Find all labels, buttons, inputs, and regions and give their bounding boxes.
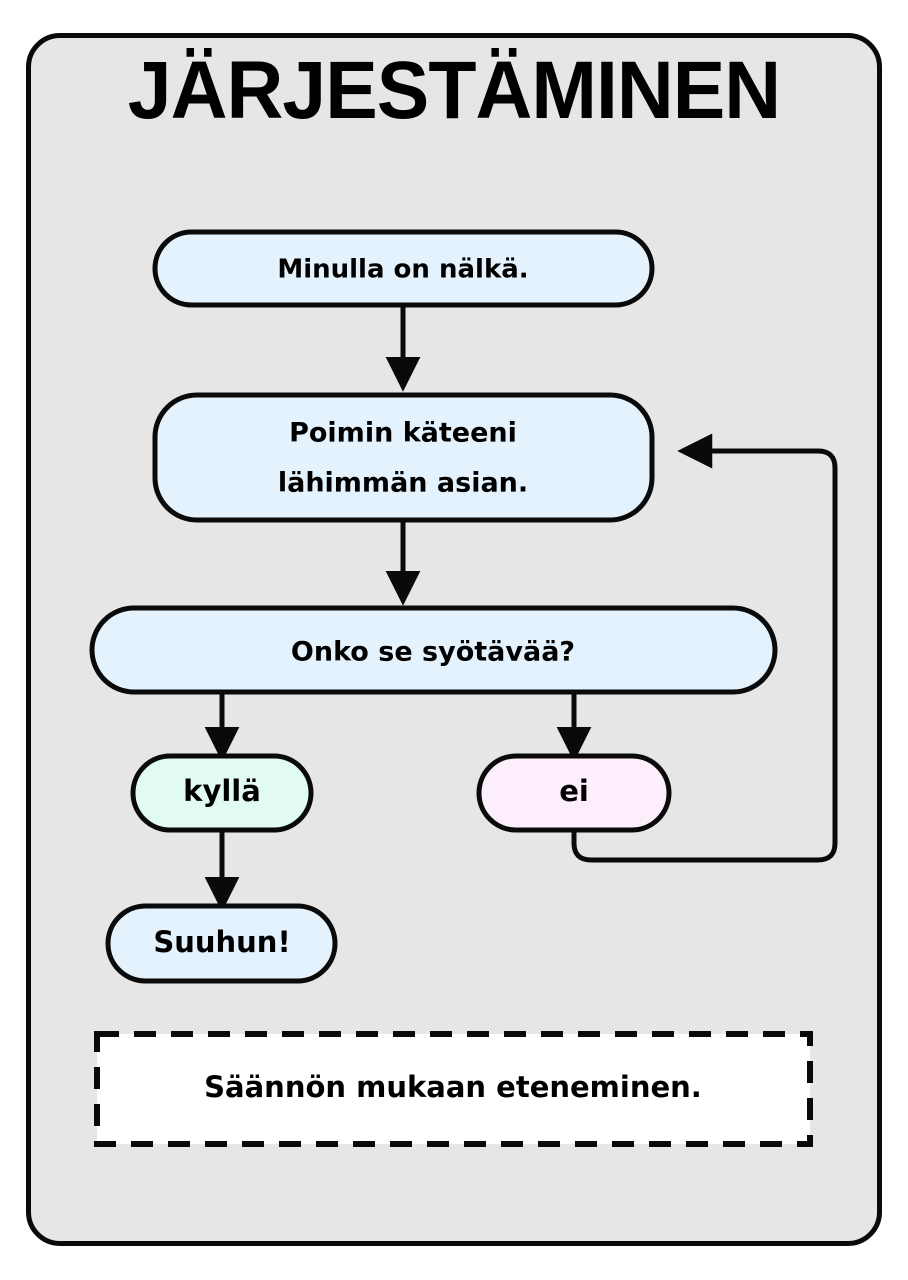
node-eat-label: Suuhun! <box>153 925 290 959</box>
node-start-label: Minulla on nälkä. <box>277 255 528 285</box>
node-note-label: Säännön mukaan eteneminen. <box>204 1070 702 1104</box>
node-no[interactable]: ei <box>476 753 672 833</box>
node-start[interactable]: Minulla on nälkä. <box>152 229 655 308</box>
node-yes[interactable]: kyllä <box>130 753 314 833</box>
node-pick-label-line2: lähimmän asian. <box>278 468 528 499</box>
node-no-label: ei <box>559 774 589 808</box>
node-yes-label: kyllä <box>183 774 261 808</box>
node-note: Säännön mukaan eteneminen. <box>94 1031 813 1147</box>
node-decision-label: Onko se syötävää? <box>291 637 575 668</box>
node-eat[interactable]: Suuhun! <box>105 903 338 984</box>
node-pick-label-line1: Poimin käteeni <box>289 418 517 449</box>
node-decision[interactable]: Onko se syötävää? <box>89 605 778 695</box>
edge-no-to-pick-loop <box>571 433 838 863</box>
page-title: JÄRJESTÄMINEN <box>127 45 781 136</box>
node-pick[interactable]: Poimin käteeni lähimmän asian. <box>152 392 655 523</box>
